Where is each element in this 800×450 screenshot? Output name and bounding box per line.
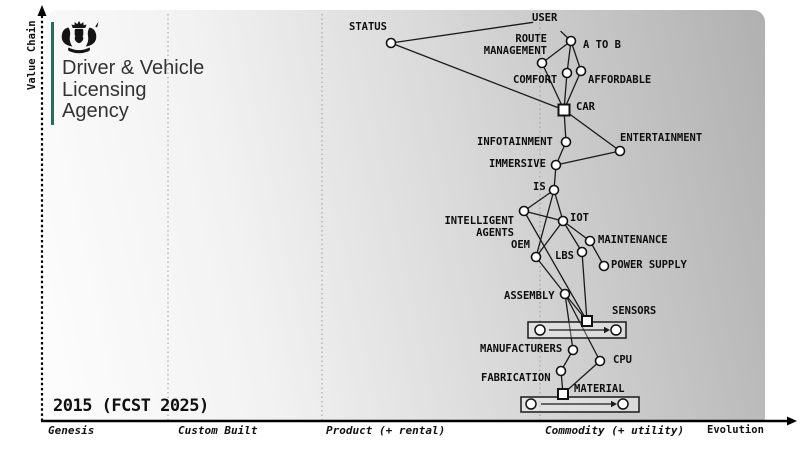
map-background-panel: [46, 10, 765, 421]
node-fabrication: [555, 365, 567, 377]
edge-a_to_b-comfort: [566, 40, 572, 74]
node-assembly: [559, 288, 571, 300]
agency-title: Driver & Vehicle Licensing Agency: [62, 57, 205, 122]
edge-intelligent_agents-iot: [523, 210, 564, 222]
edge-route_management-car: [541, 62, 565, 111]
edge-oem-assembly: [535, 256, 566, 295]
node-material: [557, 388, 569, 400]
node-oem: [530, 251, 542, 263]
sensors-pipeline-arrowhead-icon: [604, 326, 610, 334]
node-power_supply: [598, 260, 610, 272]
node-car: [557, 103, 571, 117]
evolution-axis-arrow-icon: [787, 416, 797, 426]
edge-status-car: [390, 42, 565, 111]
node-lbs: [576, 246, 588, 258]
node-iot: [557, 215, 569, 227]
value-chain-axis-arrow-icon: [37, 5, 47, 16]
material-pipeline-start-node: [525, 398, 537, 410]
node-route_management: [536, 57, 548, 69]
edge-immersive-entertainment: [555, 150, 621, 166]
edge-car-entertainment: [563, 109, 621, 152]
edge-is-oem: [535, 189, 555, 258]
edge-iot-oem: [535, 220, 564, 258]
node-manufacturers: [567, 344, 579, 356]
node-a_to_b: [565, 35, 577, 47]
accent-bar: [51, 22, 54, 125]
edge-iot-maintenance: [562, 220, 591, 242]
node-infotainment: [560, 136, 572, 148]
node-is: [548, 184, 560, 196]
edge-intelligent_agents-sensors: [523, 210, 588, 322]
sensors-pipeline-start-node: [534, 324, 546, 336]
material-pipeline-arrowhead-icon: [611, 400, 617, 408]
node-status: [385, 37, 397, 49]
node-affordable: [575, 65, 587, 77]
edge-iot-lbs: [562, 220, 583, 253]
node-sensors: [581, 315, 593, 327]
edge-is-intelligent_agents: [523, 189, 555, 212]
stage-label-0: Genesis: [48, 424, 95, 437]
node-immersive: [550, 159, 562, 171]
edge-a_to_b-route_management: [541, 40, 572, 64]
axes-layer: [37, 5, 797, 426]
sensors-pipeline-end-node: [610, 324, 622, 336]
stage-label-2: Product (+ rental): [326, 424, 446, 437]
date-label: 2015 (FCST 2025): [53, 396, 209, 416]
edge-assembly-cpu: [564, 293, 601, 362]
value-chain-axis-label: Value Chain: [26, 20, 38, 90]
node-maintenance: [584, 235, 596, 247]
stage-label-1: Custom Built: [178, 424, 258, 437]
royal-coat-of-arms-icon: [61, 20, 99, 54]
edge-cpu-material: [562, 360, 601, 395]
edge-status-user: [390, 21, 534, 44]
node-cpu: [594, 355, 606, 367]
stage-label-3: Commodity (+ utility): [545, 424, 685, 437]
edge-lbs-sensors: [581, 251, 588, 322]
evolution-axis-name: Evolution: [707, 424, 764, 436]
node-comfort: [561, 67, 573, 79]
material-pipeline-end-node: [617, 398, 629, 410]
chart-layer: [167, 14, 640, 420]
node-intelligent_agents: [518, 205, 530, 217]
edge-is-iot: [553, 189, 564, 222]
node-entertainment: [614, 145, 626, 157]
